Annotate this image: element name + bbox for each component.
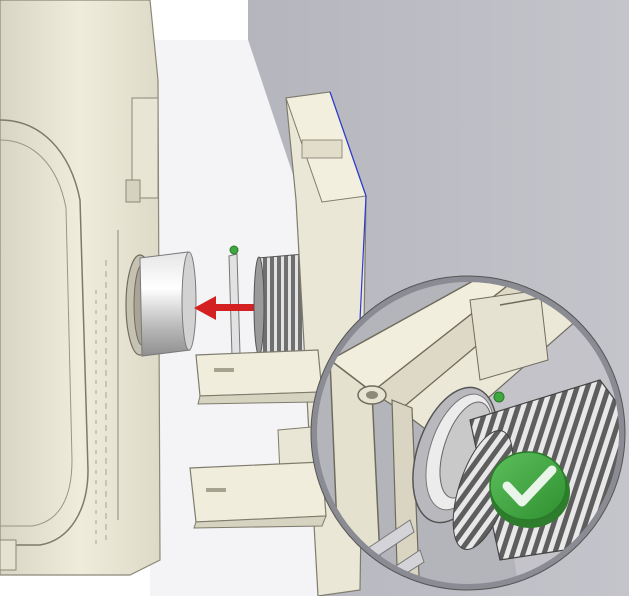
green-marker <box>229 245 239 255</box>
detail-green-marker <box>493 391 505 403</box>
appliance-housing <box>0 0 161 576</box>
move-left-arrow-icon <box>194 296 262 320</box>
checkmark-icon <box>489 451 570 528</box>
connector-sleeve <box>139 251 197 357</box>
corrugated-hose <box>253 253 307 357</box>
